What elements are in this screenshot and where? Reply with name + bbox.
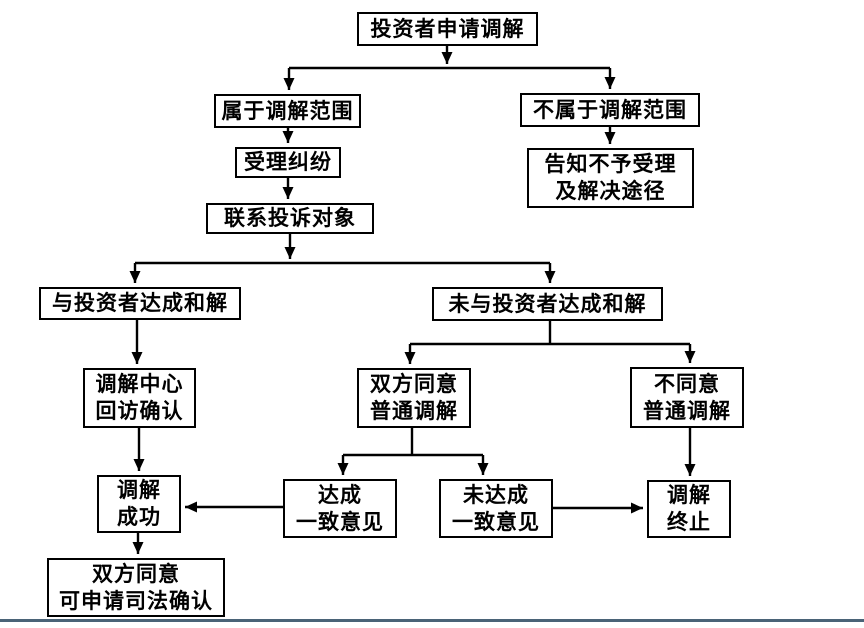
node-within-scope: 属于调解范围 bbox=[214, 94, 361, 128]
node-mediation-terminated: 调解 终止 bbox=[647, 480, 731, 538]
node-no-settlement: 未与投资者达成和解 bbox=[432, 287, 663, 321]
node-accept-dispute: 受理纠纷 bbox=[235, 147, 341, 178]
node-outside-scope: 不属于调解范围 bbox=[520, 93, 700, 127]
node-disagree-mediation: 不同意 普通调解 bbox=[630, 367, 744, 428]
bottom-divider-line bbox=[0, 619, 864, 622]
node-consensus-reached: 达成 一致意见 bbox=[283, 479, 397, 538]
node-no-consensus: 未达成 一致意见 bbox=[439, 479, 553, 538]
node-center-followup: 调解中心 回访确认 bbox=[83, 368, 196, 428]
node-notify-rejection: 告知不予受理 及解决途径 bbox=[527, 148, 694, 208]
node-contact-respondent: 联系投诉对象 bbox=[206, 203, 374, 234]
node-mediation-success: 调解 成功 bbox=[97, 475, 181, 533]
node-settlement-reached: 与投资者达成和解 bbox=[39, 287, 241, 320]
node-investor-apply: 投资者申请调解 bbox=[357, 12, 538, 46]
node-agree-mediation: 双方同意 普通调解 bbox=[357, 368, 471, 428]
node-judicial-confirmation: 双方同意 可申请司法确认 bbox=[47, 558, 225, 617]
